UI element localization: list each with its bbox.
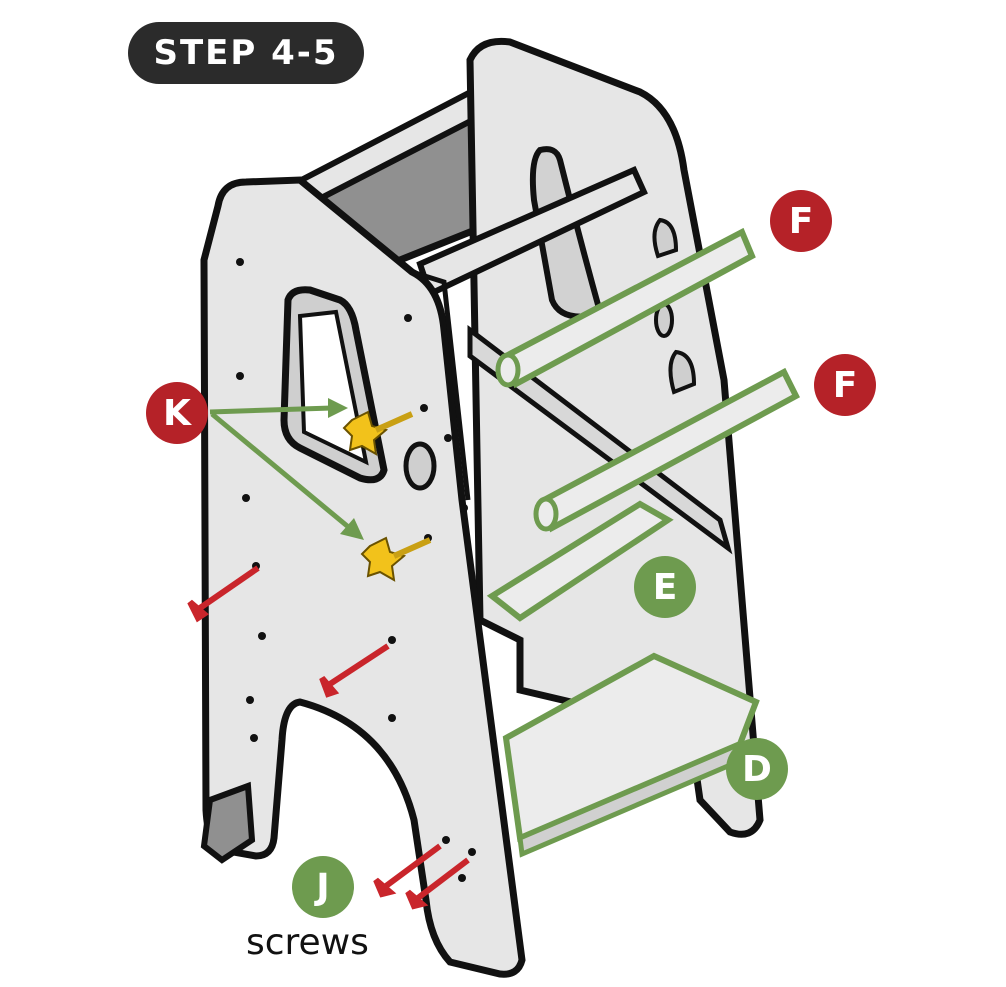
step-label-badge: STEP 4-5 — [128, 22, 364, 84]
step-label: STEP 4-5 — [153, 33, 339, 73]
part-F-top-badge: F — [770, 190, 832, 252]
part-F-bottom-badge: F — [814, 354, 876, 416]
part-F-top-letter: F — [788, 200, 814, 242]
part-K-letter: K — [163, 392, 191, 434]
part-K-badge: K — [146, 382, 208, 444]
part-D-letter: D — [742, 748, 772, 790]
k-arrows — [209, 398, 364, 540]
peg-hole-upper — [652, 217, 679, 259]
wingnut-lower — [360, 536, 432, 582]
dowel-F-bottom — [533, 367, 800, 533]
knob-hole — [403, 441, 437, 491]
part-F-bottom-letter: F — [832, 364, 858, 406]
dowel-F-top — [495, 227, 756, 389]
peg-hole-lower — [668, 349, 697, 395]
part-E-badge: E — [634, 556, 696, 618]
part-J-letter: J — [316, 866, 330, 908]
screws-J — [187, 565, 470, 910]
wingnut-upper — [342, 410, 414, 456]
foot-block — [200, 781, 256, 864]
step-D — [502, 652, 760, 843]
screws-caption: screws — [246, 922, 369, 963]
step-E — [486, 500, 674, 622]
part-D-badge: D — [726, 738, 788, 800]
part-E-letter: E — [652, 566, 678, 608]
left-panel-edge — [411, 269, 471, 501]
part-J-badge: J — [292, 856, 354, 918]
screw-holes — [236, 258, 476, 882]
